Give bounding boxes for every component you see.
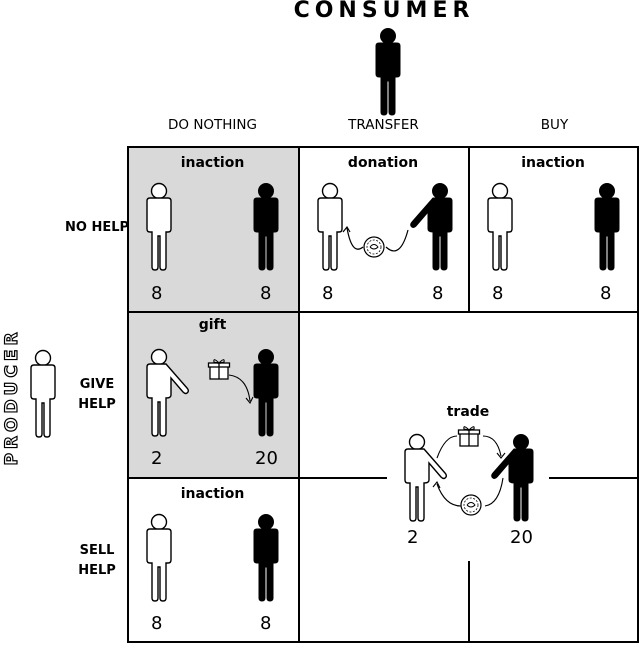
grid-line bbox=[127, 146, 129, 643]
row-header-no-help: NO HELP bbox=[64, 220, 130, 235]
grid-line bbox=[127, 146, 639, 148]
grid-line bbox=[127, 477, 387, 479]
consumer-payoff: 8 bbox=[600, 283, 612, 304]
consumer-figure bbox=[370, 27, 406, 117]
producer-payoff: 2 bbox=[151, 448, 163, 469]
arrow-icon bbox=[342, 225, 409, 252]
cell-trade: trade 2 20 bbox=[387, 396, 549, 561]
grid-line bbox=[298, 146, 300, 643]
producer-title-text: PRODUCER bbox=[1, 328, 22, 466]
consumer-payoff: 8 bbox=[432, 283, 444, 304]
column-header-transfer: TRANSFER bbox=[348, 117, 419, 133]
producer-payoff: 8 bbox=[322, 283, 334, 304]
cell-title: donation bbox=[347, 155, 419, 171]
grid-line bbox=[468, 146, 470, 312]
consumer-title: CONSUMER bbox=[293, 0, 475, 23]
cell-no-help-buy: inaction 8 8 bbox=[468, 146, 638, 311]
cell-title: inaction bbox=[180, 486, 245, 502]
producer-payoff: 8 bbox=[151, 283, 163, 304]
producer-figure bbox=[141, 348, 190, 438]
consumer-figure bbox=[248, 513, 284, 603]
cell-title: gift bbox=[198, 317, 227, 333]
consumer-figure bbox=[248, 182, 284, 272]
producer-payoff: 8 bbox=[492, 283, 504, 304]
consumer-payoff: 8 bbox=[260, 283, 272, 304]
consumer-figure bbox=[410, 182, 458, 272]
producer-figure bbox=[482, 182, 518, 272]
producer-payoff: 8 bbox=[151, 613, 163, 634]
grid-line bbox=[637, 146, 639, 643]
cell-no-help-transfer: donation 8 8 bbox=[298, 146, 468, 311]
producer-figure bbox=[141, 513, 177, 603]
arrow-icon bbox=[228, 374, 254, 405]
producer-figure bbox=[141, 182, 177, 272]
coin-icon bbox=[460, 494, 482, 516]
consumer-figure bbox=[589, 182, 625, 272]
payoff-matrix: inaction 8 8 donation 8 8 inaction 8 8 g… bbox=[127, 146, 639, 643]
grid-line bbox=[549, 477, 639, 479]
arrow-icon bbox=[432, 435, 506, 507]
producer-figure bbox=[25, 349, 61, 439]
grid-line bbox=[127, 641, 639, 643]
grid-line bbox=[127, 311, 639, 313]
cell-give-help-do-nothing: gift 2 20 bbox=[127, 311, 298, 477]
producer-title: PRODUCER bbox=[0, 322, 24, 472]
cell-no-help-do-nothing: inaction 8 8 bbox=[127, 146, 298, 311]
coin-icon bbox=[363, 236, 385, 258]
column-header-buy: BUY bbox=[540, 117, 569, 133]
gift-icon bbox=[457, 426, 481, 447]
grid-line bbox=[468, 561, 470, 643]
producer-payoff: 2 bbox=[407, 527, 419, 548]
cell-title: inaction bbox=[180, 155, 245, 171]
cell-sell-help-do-nothing: inaction 8 8 bbox=[127, 477, 298, 642]
cell-title: inaction bbox=[521, 155, 585, 171]
consumer-payoff: 8 bbox=[260, 613, 272, 634]
column-header-do-nothing: DO NOTHING bbox=[168, 117, 257, 133]
cell-title: trade bbox=[446, 404, 490, 420]
consumer-payoff: 20 bbox=[510, 527, 533, 548]
consumer-payoff: 20 bbox=[255, 448, 278, 469]
gift-icon bbox=[207, 359, 231, 380]
